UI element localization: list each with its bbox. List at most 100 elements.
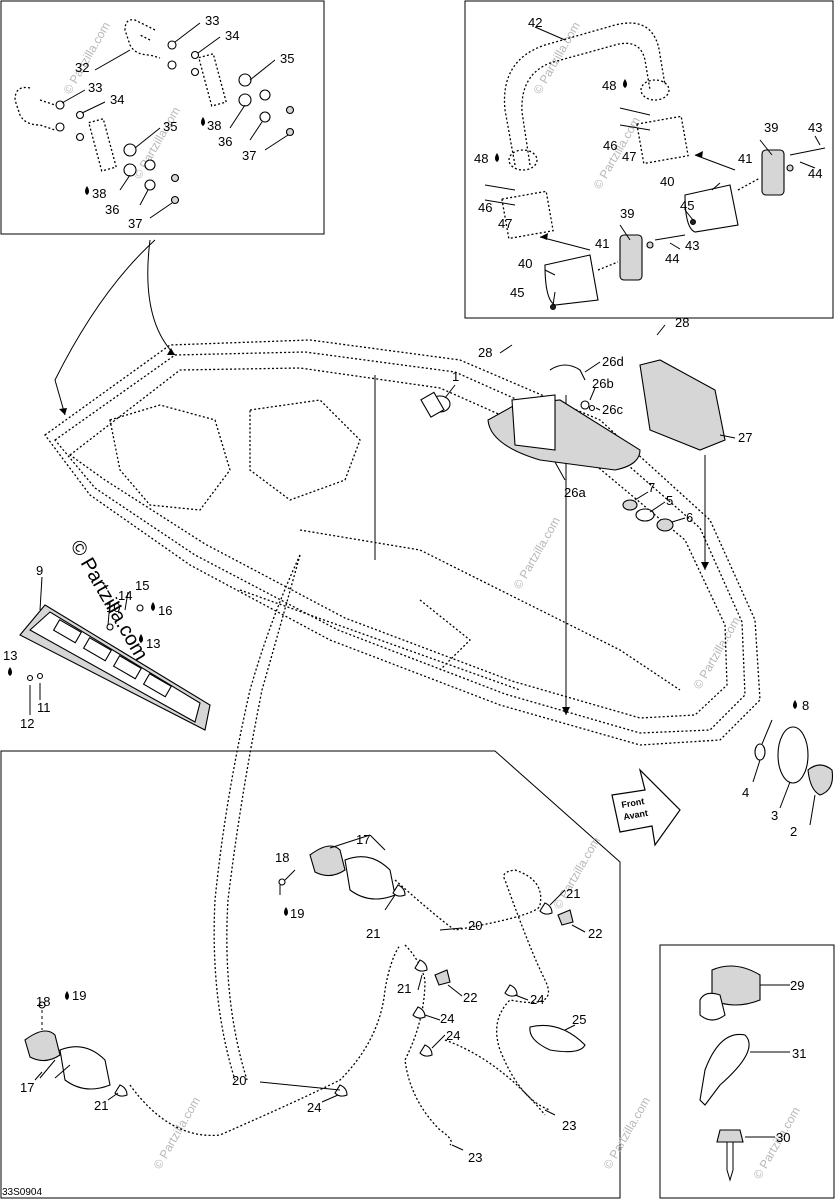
c-4: 4 (742, 785, 749, 800)
c-13b: 13 (3, 648, 17, 663)
c-48a: 48 (602, 78, 616, 93)
c-41a: 41 (738, 151, 752, 166)
footrest-panel (19, 576, 211, 731)
c-18a: 18 (275, 850, 289, 865)
c-22b: 22 (463, 990, 477, 1005)
c-41b: 41 (595, 236, 609, 251)
c-19b: 19 (72, 988, 86, 1003)
storage-bin-26a (487, 394, 641, 481)
c-23a: 23 (562, 1118, 576, 1133)
c-45a: 45 (680, 198, 694, 213)
c-13a: 13 (146, 636, 160, 651)
c-34b: 34 (110, 92, 124, 107)
c-36b: 36 (105, 202, 119, 217)
pumps (24, 834, 396, 1090)
c-9: 9 (36, 563, 43, 578)
tow-bar-assembly (484, 22, 826, 310)
c-21a: 21 (366, 926, 380, 941)
frame-grab-handles (0, 0, 325, 235)
c-14: 14 (118, 588, 132, 603)
grab-handle-leaders (61, 22, 289, 219)
frame-tow-bar (464, 0, 834, 319)
svg-text:© Partzilla.com: © Partzilla.com (690, 614, 743, 691)
svg-text:Front: Front (621, 796, 645, 810)
c-37a: 37 (242, 148, 256, 163)
c-35b: 35 (163, 119, 177, 134)
c-21c: 21 (397, 981, 411, 996)
c-11: 11 (37, 700, 51, 715)
c-19a: 19 (290, 906, 304, 921)
c-23b: 23 (468, 1150, 482, 1165)
c-38a: 38 (207, 118, 221, 133)
frame-bilge-hoses (0, 750, 621, 1199)
c-6: 6 (686, 510, 693, 525)
c-39b: 39 (620, 206, 634, 221)
c-26c: 26c (602, 402, 623, 417)
reference-code: 33S0904 (2, 1187, 42, 1198)
c-47a: 47 (622, 149, 636, 164)
hull (44, 339, 761, 746)
c-44b: 44 (665, 251, 679, 266)
front-arrow-icon: Front Avant (611, 768, 681, 847)
cap-part-1 (420, 384, 456, 418)
bilge-leaders (34, 869, 586, 1151)
c-20a: 20 (468, 918, 482, 933)
svg-text:© Partzilla.com: © Partzilla.com (600, 1094, 653, 1171)
fasteners (699, 965, 790, 1182)
c-17b: 17 (20, 1080, 34, 1095)
c-18b: 18 (36, 994, 50, 1009)
c-47b: 47 (498, 216, 512, 231)
c-46a: 46 (603, 138, 617, 153)
c-40a: 40 (660, 174, 674, 189)
c-3: 3 (771, 808, 778, 823)
svg-text:Avant: Avant (623, 808, 649, 822)
c-32a: 32 (75, 60, 89, 75)
svg-text:© Partzilla.com: © Partzilla.com (510, 514, 563, 591)
c-10: 10 (106, 600, 120, 615)
c-26b: 26b (592, 376, 614, 391)
c-36a: 36 (218, 134, 232, 149)
c-24a: 24 (530, 992, 544, 1007)
c-42: 42 (528, 15, 542, 30)
c-24c: 24 (446, 1028, 460, 1043)
c-34a: 34 (225, 28, 239, 43)
c-33b: 33 (88, 80, 102, 95)
svg-text:© Partzilla.com: © Partzilla.com (60, 19, 113, 96)
c-37b: 37 (128, 216, 142, 231)
c-27: 27 (738, 430, 752, 445)
small-parts-26 (499, 324, 666, 412)
bilge-hoses (129, 554, 551, 1146)
c-38b: 38 (92, 186, 106, 201)
c-44a: 44 (808, 166, 822, 181)
callout-labels: 1234567891011121313141516171718181919202… (3, 13, 822, 1165)
frame-fasteners (659, 944, 835, 1199)
c-35a: 35 (280, 51, 294, 66)
drop-icon (8, 79, 797, 1000)
c-28b: 28 (675, 315, 689, 330)
c-21b: 21 (566, 886, 580, 901)
c-26a: 26a (564, 485, 586, 500)
svg-text:© Partzilla.com: © Partzilla.com (530, 19, 583, 96)
c-45b: 45 (510, 285, 524, 300)
tow-bar-arrows (539, 151, 736, 251)
c-8: 8 (802, 698, 809, 713)
hose-clamps (114, 884, 586, 1097)
tow-bar-leaders (534, 26, 821, 306)
c-28a: 28 (478, 345, 492, 360)
storage-bin-27 (639, 359, 736, 451)
c-29: 29 (790, 978, 804, 993)
c-26d: 26d (602, 354, 624, 369)
washers-5-6-7 (622, 491, 686, 532)
c-12: 12 (20, 716, 34, 731)
c-31: 31 (792, 1046, 806, 1061)
c-39a: 39 (764, 120, 778, 135)
c-43b: 43 (685, 238, 699, 253)
c-2: 2 (790, 824, 797, 839)
c-48b: 48 (474, 151, 488, 166)
c-22a: 22 (588, 926, 602, 941)
c-25: 25 (572, 1012, 586, 1027)
svg-text:© Partzilla.com: © Partzilla.com (130, 104, 183, 181)
c-33a: 33 (205, 13, 219, 28)
svg-text:© Partzilla.com: © Partzilla.com (150, 1094, 203, 1171)
